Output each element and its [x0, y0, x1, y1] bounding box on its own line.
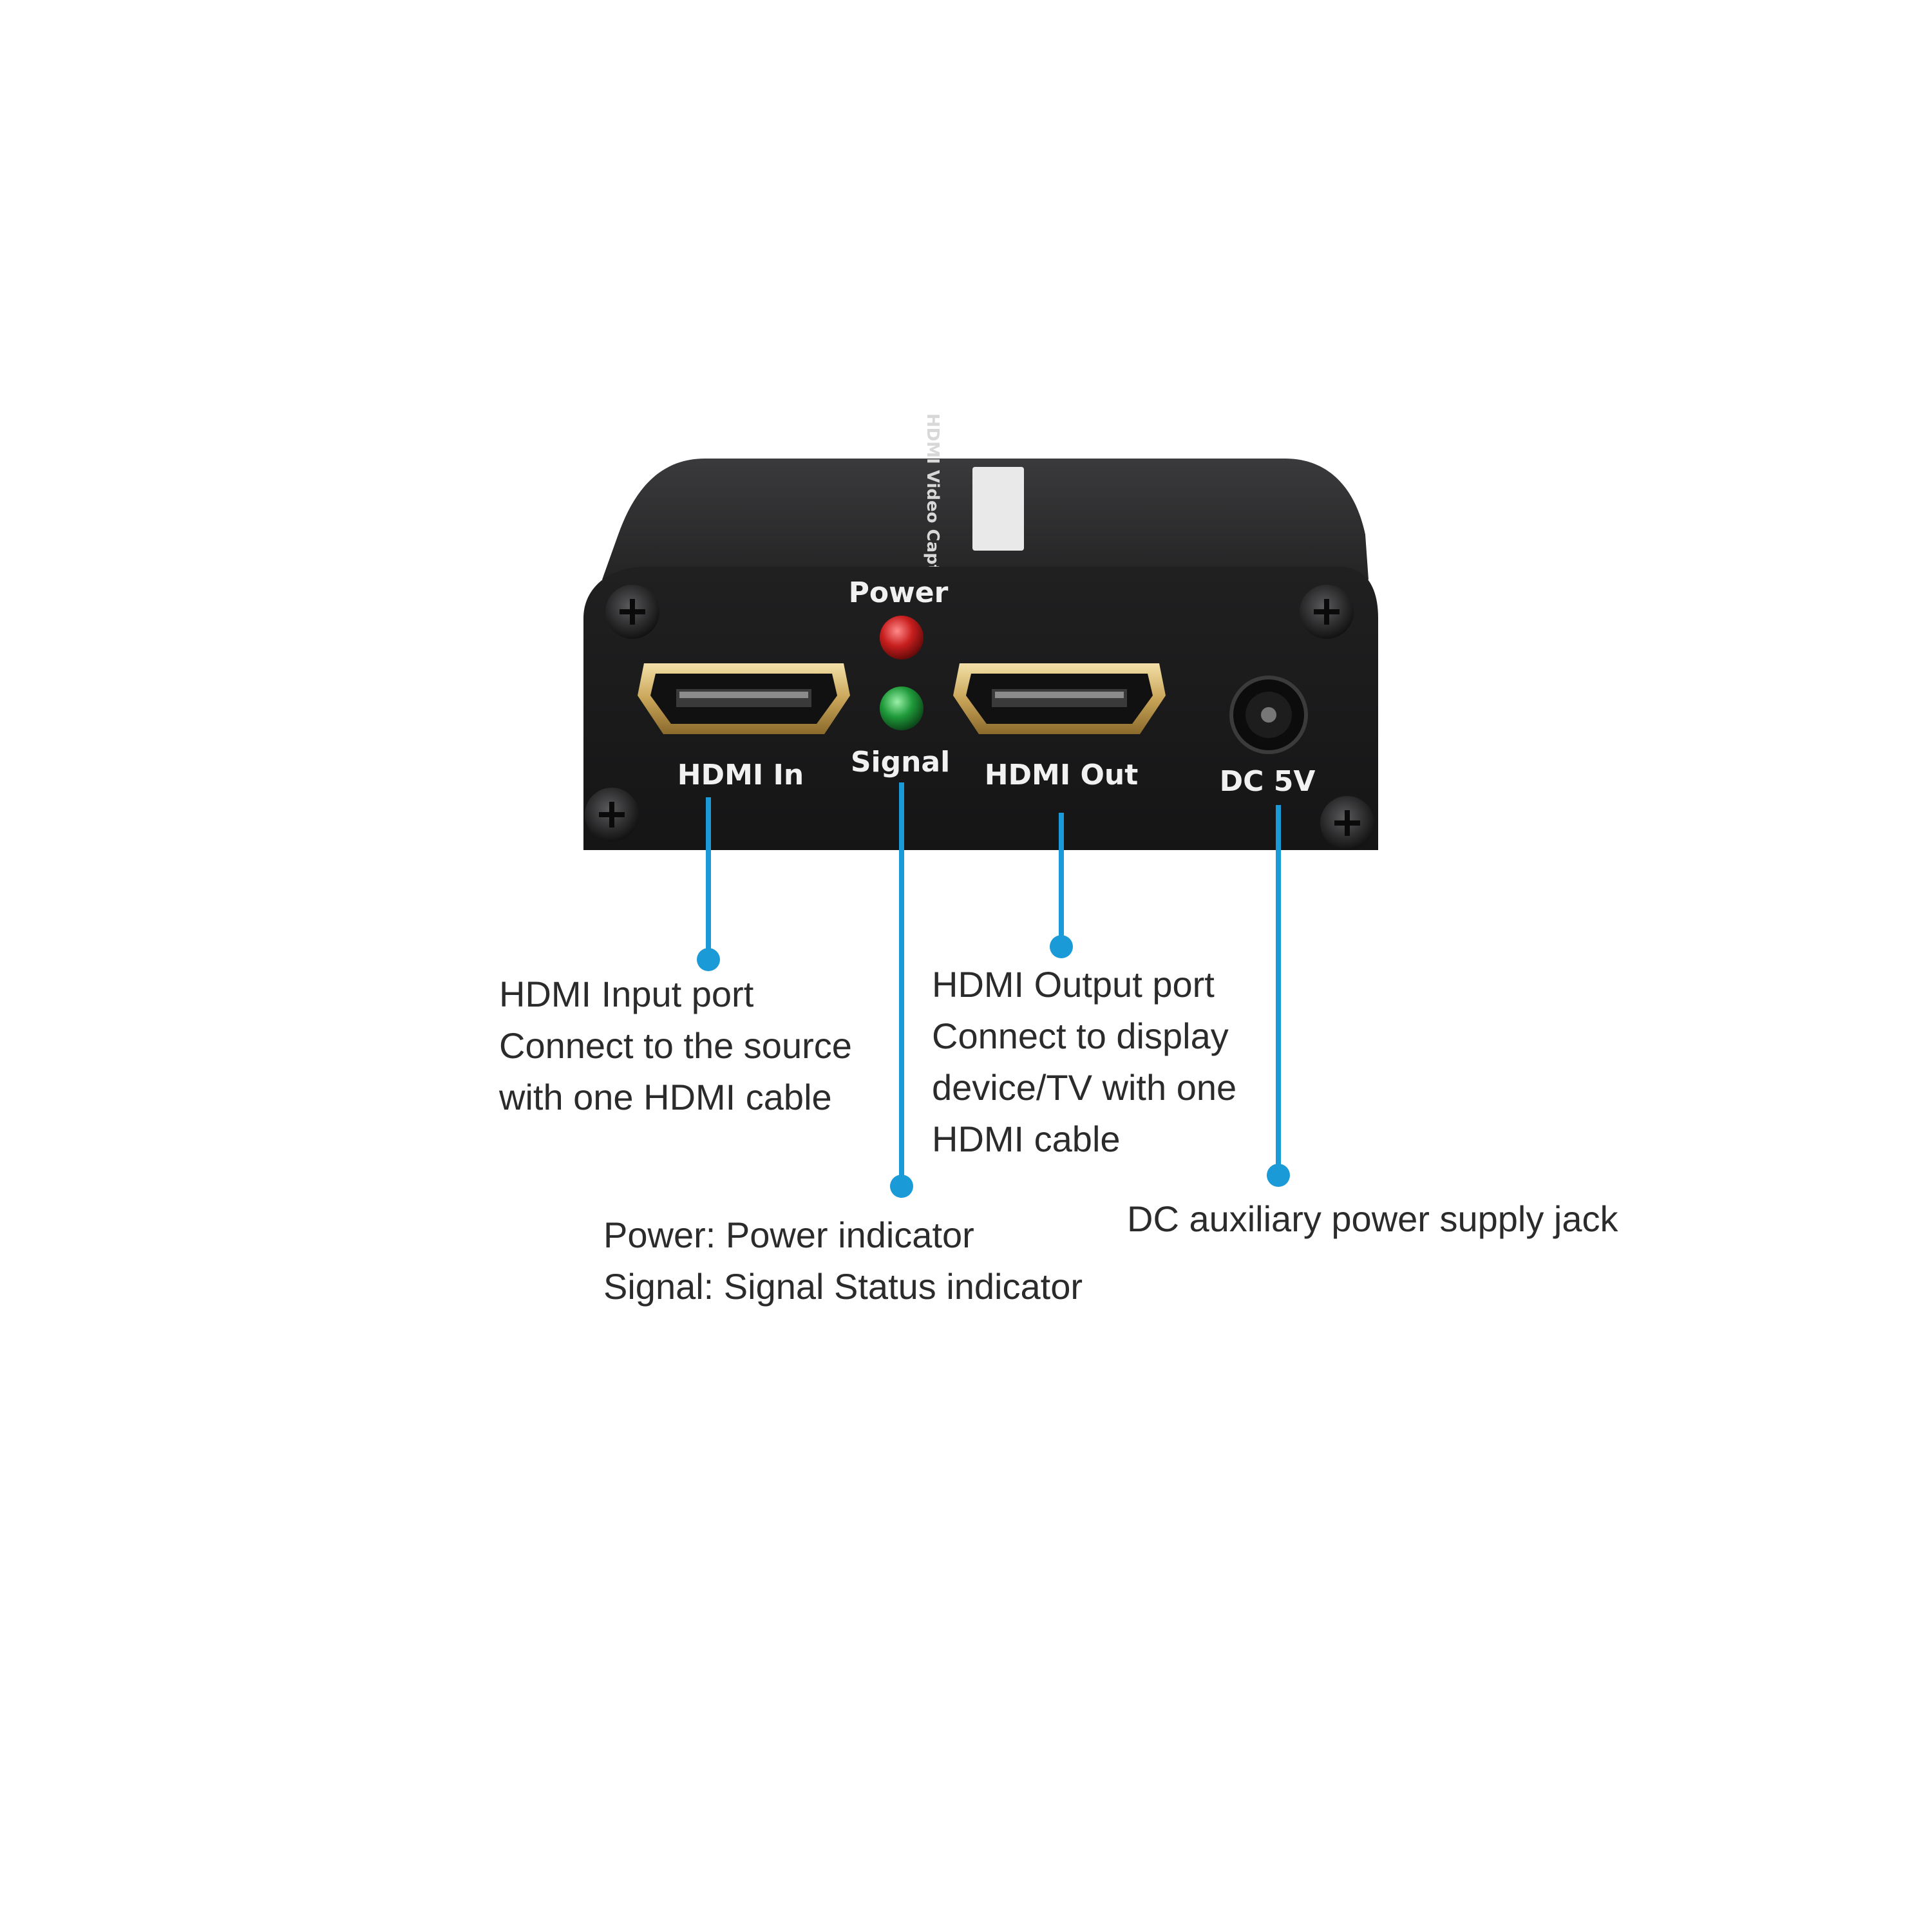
leader-lines [697, 782, 1290, 1198]
callout-indicators-line-2: Signal: Signal Status indicator [603, 1266, 1083, 1307]
callout-hdmi-in-line-1: HDMI Input port [499, 974, 754, 1014]
signal-led [880, 687, 923, 730]
power-print-label: Power [849, 576, 949, 609]
hdmi-in-leader-dot [697, 948, 720, 971]
dc-jack [1229, 676, 1308, 754]
screw-top-right [1300, 585, 1354, 639]
callout-indicators: Power: Power indicator Signal: Signal St… [603, 1215, 1083, 1307]
screw-top-left [605, 585, 659, 639]
dc-leader-dot [1267, 1164, 1290, 1187]
callout-indicators-line-1: Power: Power indicator [603, 1215, 974, 1255]
screw-bottom-left [585, 788, 639, 842]
callout-hdmi-out-line-4: HDMI cable [932, 1119, 1121, 1159]
callout-hdmi-out: HDMI Output port Connect to display devi… [932, 964, 1236, 1159]
callout-hdmi-in-line-2: Connect to the source [499, 1025, 852, 1066]
hdmi-out-port [953, 663, 1166, 734]
callout-dc: DC auxiliary power supply jack [1127, 1198, 1619, 1239]
hdmi-out-leader-dot [1050, 935, 1073, 958]
callout-hdmi-out-line-2: Connect to display [932, 1016, 1229, 1056]
dc-print-label: DC 5V [1220, 765, 1316, 798]
callout-dc-line-1: DC auxiliary power supply jack [1127, 1198, 1619, 1239]
callout-hdmi-out-line-1: HDMI Output port [932, 964, 1215, 1005]
callout-hdmi-out-line-3: device/TV with one [932, 1067, 1236, 1108]
hdmi-out-print-label: HDMI Out [985, 759, 1139, 791]
signal-print-label: Signal [851, 746, 950, 779]
power-led [880, 616, 923, 659]
indicator-leader-dot [890, 1175, 913, 1198]
top-label-sticker [972, 467, 1024, 551]
screw-bottom-right [1320, 796, 1374, 850]
callout-hdmi-in-line-3: with one HDMI cable [498, 1077, 832, 1117]
callout-hdmi-in: HDMI Input port Connect to the source wi… [498, 974, 852, 1117]
hdmi-in-print-label: HDMI In [677, 759, 804, 791]
hdmi-in-port [638, 663, 850, 734]
device: HDMI Video Capture [583, 413, 1378, 850]
